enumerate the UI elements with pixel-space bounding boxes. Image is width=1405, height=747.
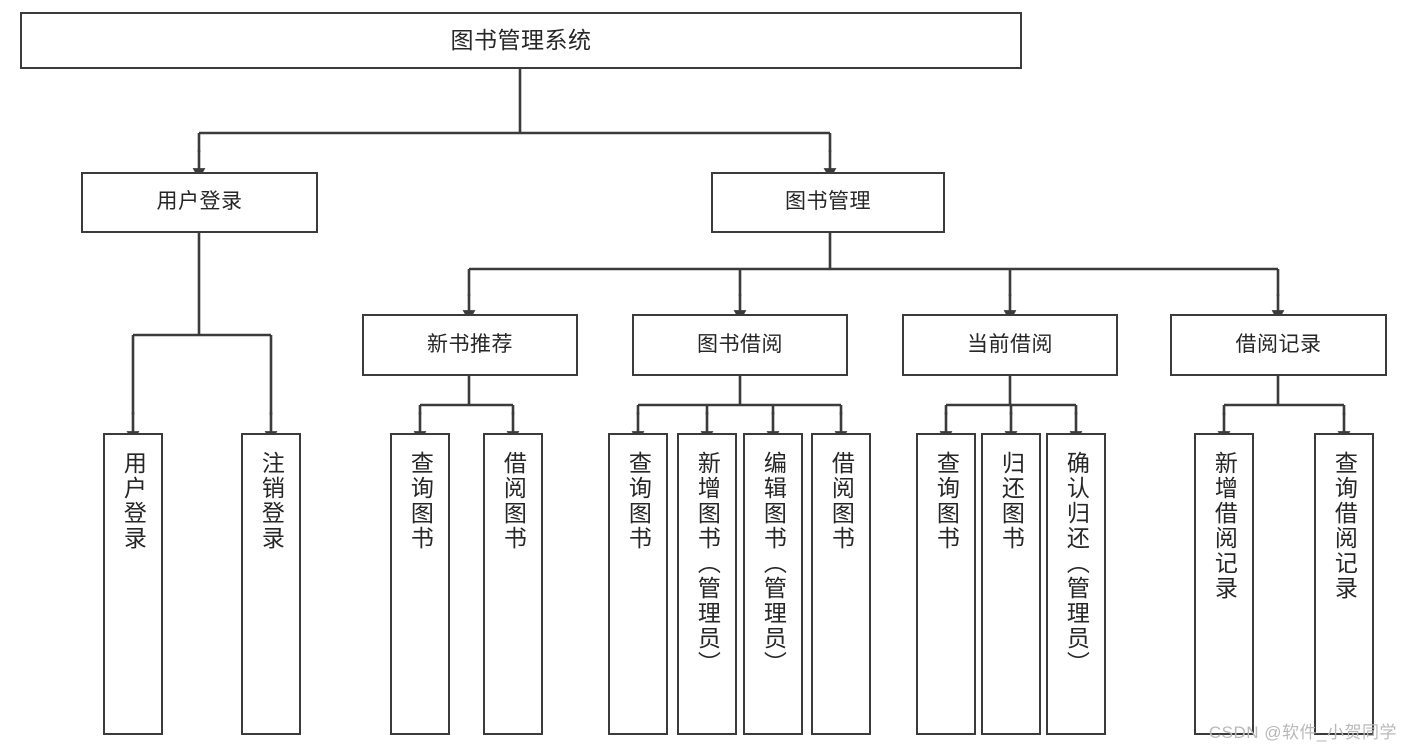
- node-label: 新书推荐: [427, 332, 513, 356]
- node-label: 图书管理系统: [450, 26, 592, 53]
- node-root-book-management-system[interactable]: 图书管理系统: [20, 12, 1022, 69]
- node-leaf-edit-book[interactable]: 编辑图书（管理员）: [743, 433, 803, 735]
- node-label: 注销登录: [258, 451, 285, 551]
- node-label: 借阅图书: [828, 451, 855, 551]
- node-label: 查询图书: [625, 451, 652, 551]
- node-leaf-user-login[interactable]: 用户登录: [103, 433, 163, 735]
- node-leaf-borrow-book-2[interactable]: 借阅图书: [811, 433, 871, 735]
- node-label: 图书借阅: [697, 332, 783, 356]
- node-leaf-add-record[interactable]: 新增借阅记录: [1194, 433, 1254, 735]
- node-label: 查询图书: [407, 451, 434, 551]
- node-label: 确认归还（管理员）: [1063, 451, 1090, 676]
- node-label: 新增借阅记录: [1211, 451, 1238, 601]
- node-label: 图书管理: [785, 190, 871, 214]
- node-leaf-user-logout[interactable]: 注销登录: [241, 433, 301, 735]
- node-leaf-add-book[interactable]: 新增图书（管理员）: [677, 433, 737, 735]
- node-leaf-query-book-3[interactable]: 查询图书: [916, 433, 976, 735]
- node-current-borrow[interactable]: 当前借阅: [902, 314, 1118, 376]
- node-label: 用户登录: [120, 451, 147, 551]
- node-leaf-query-book-2[interactable]: 查询图书: [608, 433, 668, 735]
- node-leaf-borrow-book-1[interactable]: 借阅图书: [483, 433, 543, 735]
- node-leaf-query-record[interactable]: 查询借阅记录: [1314, 433, 1374, 735]
- node-borrow-record[interactable]: 借阅记录: [1170, 314, 1387, 376]
- node-book-manage[interactable]: 图书管理: [711, 172, 945, 233]
- node-user-login[interactable]: 用户登录: [81, 172, 318, 233]
- node-label: 编辑图书（管理员）: [760, 451, 787, 676]
- node-label: 查询图书: [933, 451, 960, 551]
- node-leaf-query-book-1[interactable]: 查询图书: [390, 433, 450, 735]
- node-label: 当前借阅: [967, 332, 1053, 356]
- node-label: 查询借阅记录: [1331, 451, 1358, 601]
- node-leaf-confirm-return[interactable]: 确认归还（管理员）: [1046, 433, 1106, 735]
- node-label: 借阅记录: [1235, 332, 1322, 356]
- node-label: 借阅图书: [500, 451, 527, 551]
- node-new-book-recommendation[interactable]: 新书推荐: [362, 314, 578, 376]
- node-leaf-return-book[interactable]: 归还图书: [981, 433, 1041, 735]
- node-label: 用户登录: [156, 190, 243, 214]
- node-label: 归还图书: [998, 451, 1025, 551]
- node-label: 新增图书（管理员）: [694, 451, 721, 676]
- node-book-borrow[interactable]: 图书借阅: [632, 314, 848, 376]
